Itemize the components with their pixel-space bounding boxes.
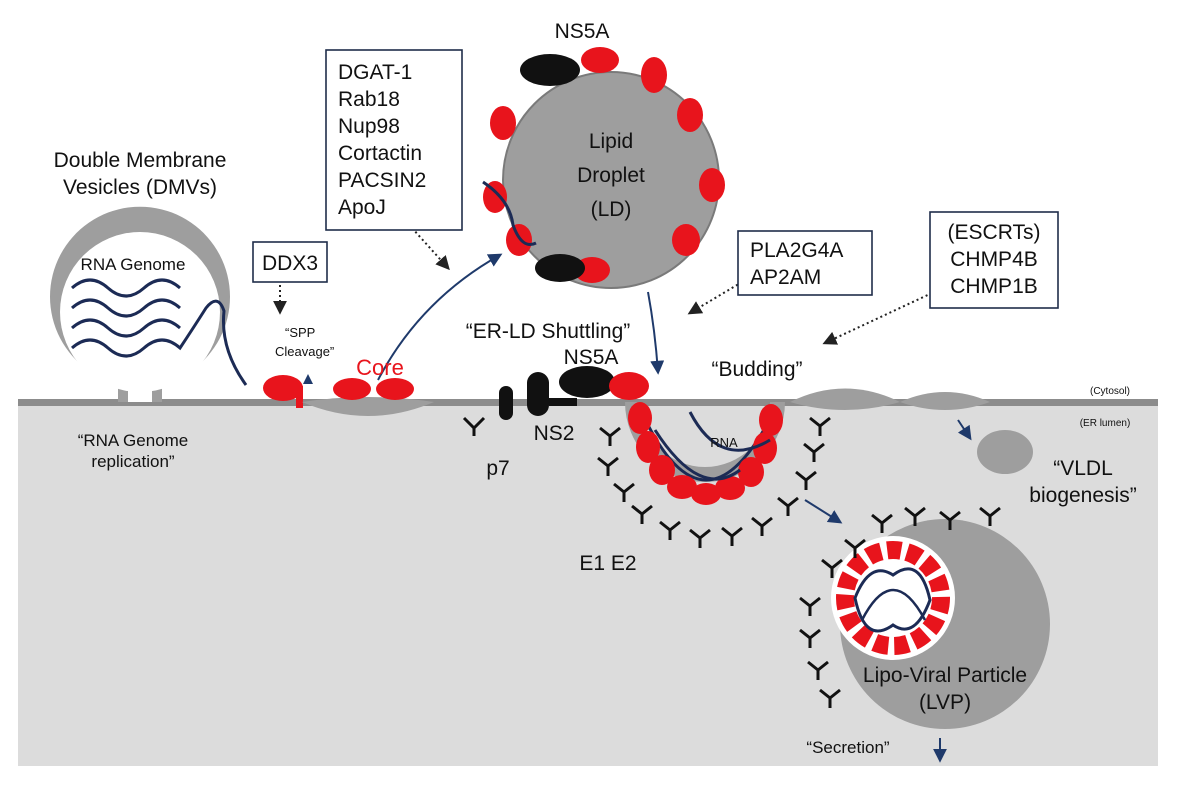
rna-genome-strands — [71, 278, 248, 386]
escrt-chmp1b: CHMP1B — [950, 275, 1038, 298]
spp-cleavage-label: Cleavage” — [275, 344, 334, 359]
vldl-vesicle — [977, 430, 1033, 474]
cytosol-label: (Cytosol) — [1090, 386, 1130, 397]
core-label: Core — [356, 355, 404, 380]
ld-factor-box: DGAT-1 Rab18 Nup98 Cortactin PACSIN2 Apo… — [325, 49, 463, 231]
lvp-label: Lipo-Viral Particle — [863, 664, 1027, 687]
vldl-arrow — [957, 419, 972, 441]
ld-factor-dgat1: DGAT-1 — [338, 61, 412, 84]
budding-particle — [625, 402, 785, 505]
e1e2-label: E1 E2 — [579, 552, 636, 575]
rna-genome-label: RNA Genome — [81, 255, 186, 274]
ddx3-box: DDX3 — [252, 241, 328, 283]
dmv-title: Vesicles (DMVs) — [63, 176, 217, 199]
escrt-label: (ESCRTs) — [948, 221, 1041, 244]
escrt-box: (ESCRTs) CHMP4B CHMP1B — [929, 211, 1059, 309]
ns5a-membrane-label: NS5A — [564, 346, 619, 369]
ld-factor-rab18: Rab18 — [338, 88, 400, 111]
ld-factor-cortactin: Cortactin — [338, 142, 422, 165]
lipid-droplet-label: Lipid — [589, 130, 633, 153]
p7-channel — [499, 386, 513, 420]
p7-label: p7 — [486, 457, 509, 480]
er-membrane — [18, 399, 1158, 406]
dmv-title: Double Membrane — [54, 149, 227, 172]
er-lumen-label: (ER lumen) — [1080, 418, 1131, 429]
er-ld-shuttling-arrow — [377, 253, 503, 381]
rna-replication-label: “RNA Genome — [78, 431, 189, 450]
ns5a-top-label: NS5A — [555, 20, 610, 43]
rna-replication-label: replication” — [91, 452, 174, 471]
spp-cleavage-label: “SPP — [285, 325, 315, 340]
lipo-viral-particle — [831, 519, 1050, 729]
ns5a-on-ld — [520, 54, 580, 86]
budding-label: “Budding” — [711, 358, 802, 381]
ns2-protein — [527, 372, 549, 416]
ns2-label: NS2 — [534, 422, 575, 445]
lvp-label: (LVP) — [919, 691, 971, 714]
ddx3-label: DDX3 — [262, 252, 318, 275]
ld-to-budding-arrow — [647, 291, 665, 375]
core-protein-spp — [263, 374, 313, 408]
ld-factors-arrow — [411, 227, 450, 271]
ld-factor-pacsin2: PACSIN2 — [338, 169, 426, 192]
escrt-arrow — [822, 292, 933, 345]
budding-factor-ap2am: AP2AM — [750, 266, 821, 289]
er-ld-shuttling-label: “ER-LD Shuttling” — [466, 320, 631, 343]
core-protein — [333, 378, 371, 400]
budding-factors-arrow — [687, 281, 743, 315]
core-protein — [376, 378, 414, 400]
secretion-label: “Secretion” — [806, 738, 889, 757]
lipid-droplet-label: (LD) — [591, 198, 632, 221]
lipid-droplet-label: Droplet — [577, 164, 645, 187]
ns5a-membrane — [559, 366, 615, 398]
membrane-lipid-lens — [790, 388, 900, 410]
vldl-biogenesis-label: biogenesis” — [1029, 484, 1136, 507]
membrane-lipid-lens — [900, 392, 990, 410]
budding-factor-pla2g4a: PLA2G4A — [750, 239, 843, 262]
p7-protein — [462, 416, 486, 436]
rna-label: RNA — [710, 435, 738, 450]
vldl-biogenesis-label: “VLDL — [1053, 457, 1113, 480]
ns5a-on-ld — [535, 254, 585, 282]
ld-factor-nup98: Nup98 — [338, 115, 400, 138]
ld-factor-apoj: ApoJ — [338, 196, 386, 219]
e1-e2-glycoproteins — [597, 416, 831, 548]
escrt-chmp4b: CHMP4B — [950, 248, 1038, 271]
core-protein — [609, 372, 649, 400]
budding-factor-box: PLA2G4A AP2AM — [737, 230, 873, 296]
lipid-droplet — [482, 47, 725, 289]
membrane-lipid-lens — [302, 397, 434, 416]
lvp-glycoproteins — [799, 506, 1001, 708]
budding-to-lvp-arrow — [804, 499, 843, 524]
